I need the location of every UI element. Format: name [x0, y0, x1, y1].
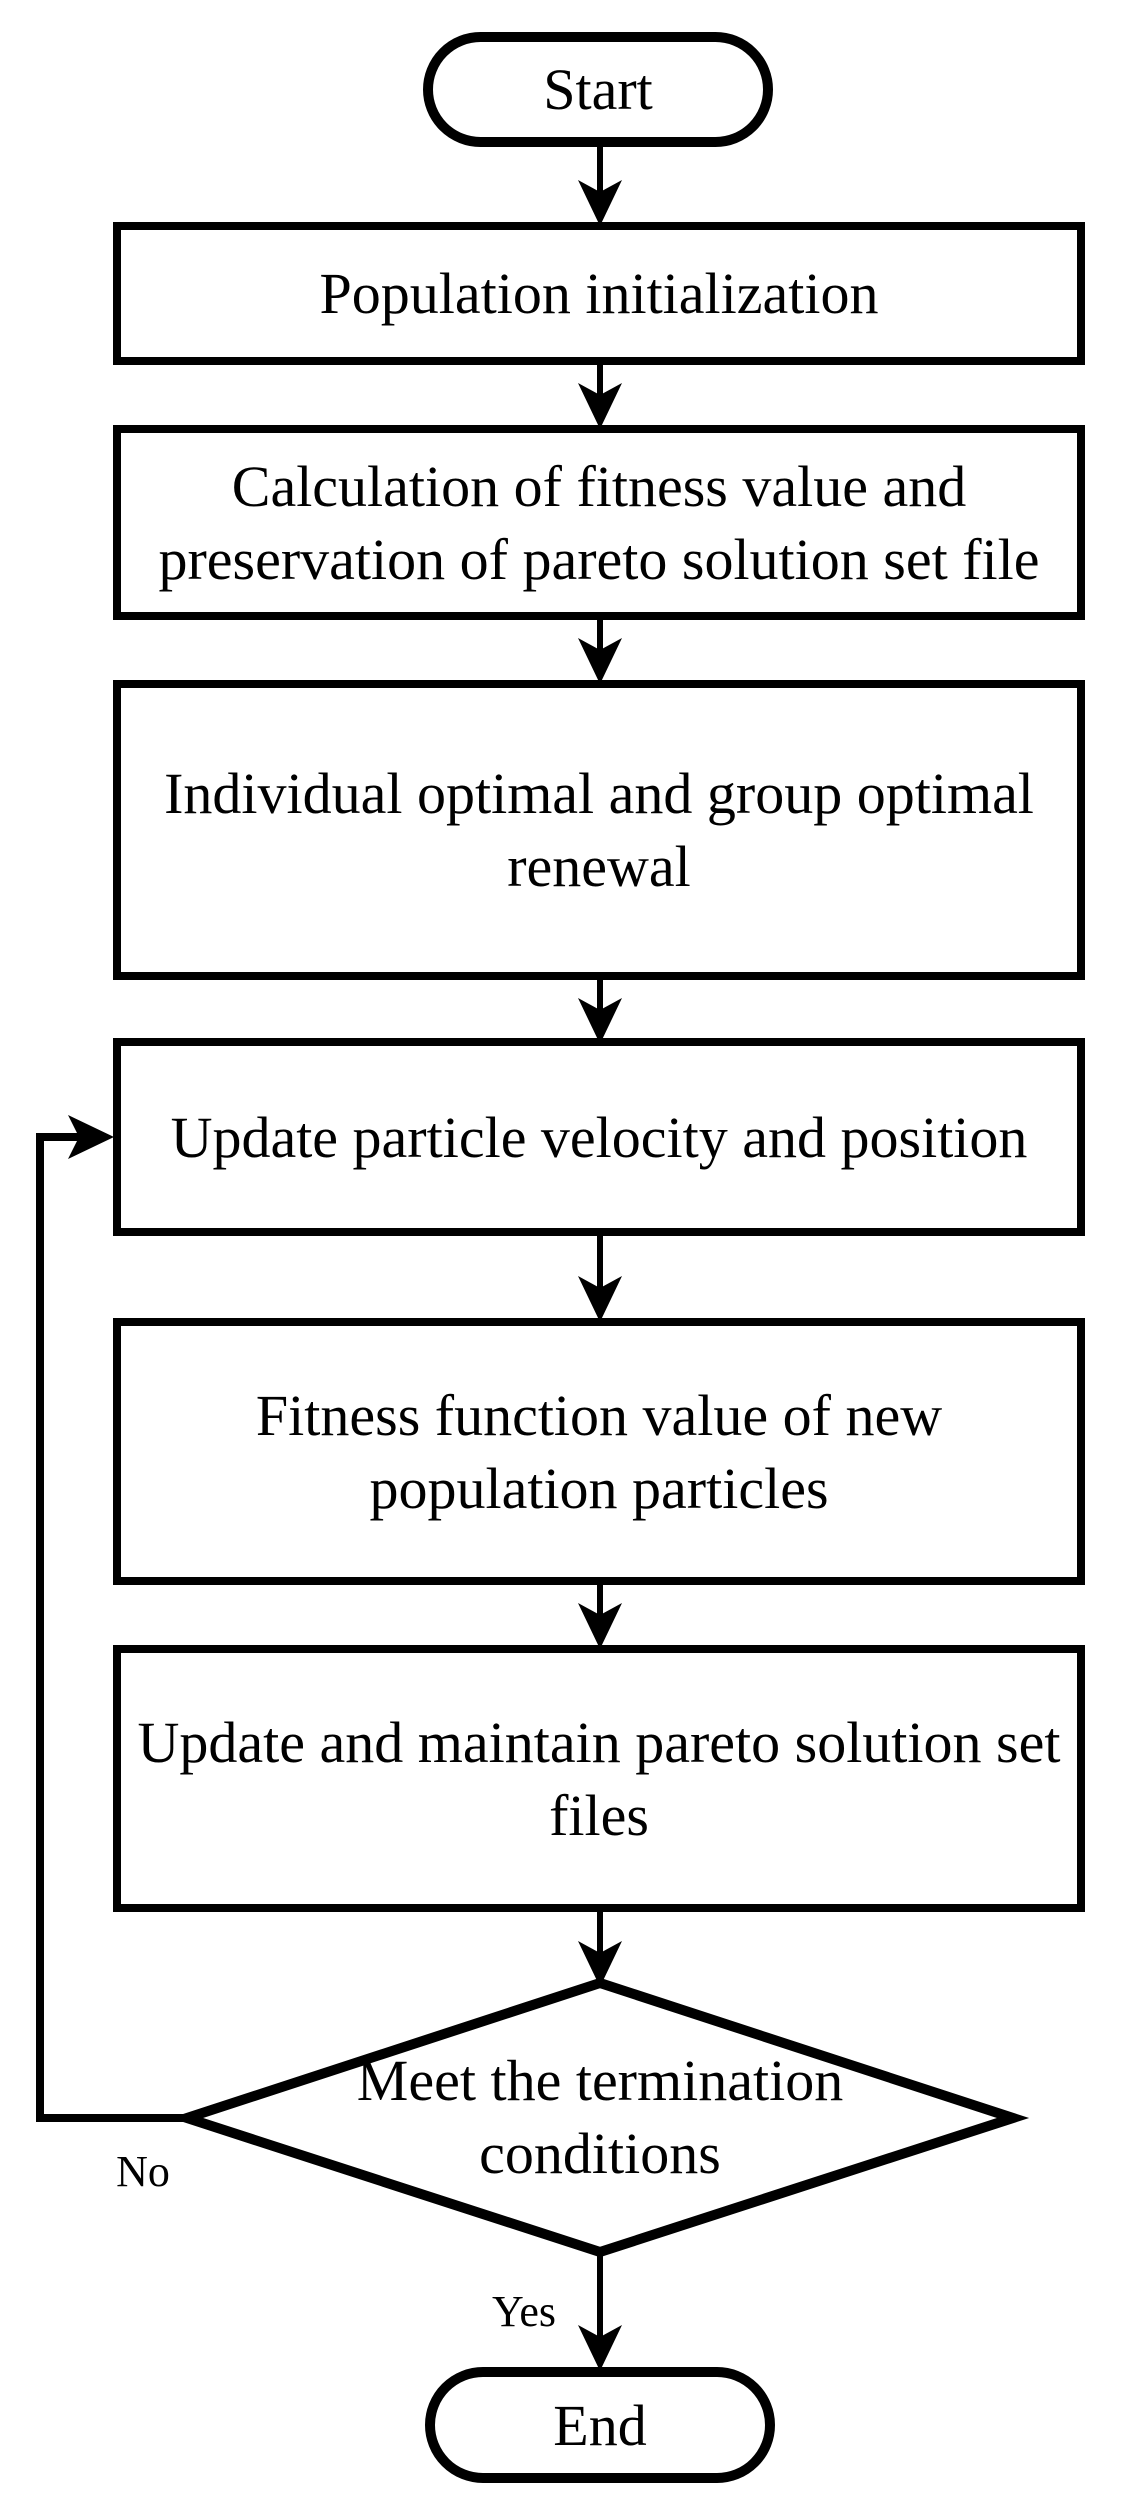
arrowhead-icon	[578, 1276, 622, 1322]
edge-optimal-to-velocity	[578, 976, 622, 1044]
node-decision-diamond-shape	[170, 1977, 1030, 2258]
node-label-line1: Update and maintain pareto solution set	[137, 1709, 1061, 1775]
node-label-line2: preservation of pareto solution set file	[158, 526, 1040, 592]
node-calculation-fitness: Calculation of fitness value and preserv…	[113, 425, 1085, 620]
node-update-velocity-position: Update particle velocity and position	[113, 1038, 1085, 1236]
node-label-line1: Calculation of fitness value and	[231, 453, 967, 519]
arrowhead-icon	[578, 180, 622, 226]
node-update-maintain-pareto: Update and maintain pareto solution set …	[113, 1645, 1085, 1912]
node-end-label: End	[553, 2392, 647, 2458]
node-label-line2: renewal	[507, 834, 691, 899]
node-population-initialization: Population initialization	[113, 222, 1085, 365]
edge-decision-to-end	[578, 2248, 622, 2371]
node-label-line2: conditions	[479, 2120, 721, 2186]
edge-maintain-to-decision	[578, 1908, 622, 1987]
node-label-line1: Individual optimal and group optimal	[164, 761, 1034, 826]
edge-calc-to-optimal	[578, 616, 622, 684]
node-label-line2: population particles	[369, 1455, 829, 1521]
arrowhead-icon	[578, 2325, 622, 2371]
edge-label-no: No	[116, 2147, 170, 2196]
edge-init-to-calc	[578, 361, 622, 429]
node-label-line2: files	[549, 1782, 649, 1848]
node-label: Population initialization	[319, 261, 879, 326]
node-fitness-new-population: Fitness function value of new population…	[113, 1318, 1085, 1585]
arrowhead-icon	[578, 383, 622, 429]
node-decision-label: Meet the termination conditions	[300, 2043, 900, 2190]
edge-no-loop	[36, 1115, 187, 2122]
node-label-line1: Fitness function value of new	[255, 1382, 943, 1448]
arrowhead-icon	[578, 638, 622, 684]
arrowhead-icon	[578, 998, 622, 1044]
node-label-line1: Meet the termination	[356, 2047, 844, 2113]
no-loop-arrowhead-icon	[68, 1115, 114, 1159]
node-individual-group-optimal: Individual optimal and group optimal ren…	[113, 680, 1085, 980]
node-start: Start	[423, 32, 773, 147]
edge-fitness-to-maintain	[578, 1581, 622, 1649]
node-end: End	[425, 2367, 775, 2483]
arrowhead-icon	[578, 1603, 622, 1649]
edge-label-yes: Yes	[491, 2287, 557, 2336]
node-start-label: Start	[543, 57, 653, 122]
no-loop-line	[36, 1133, 187, 2122]
node-label: Update particle velocity and position	[170, 1104, 1028, 1170]
arrowhead-icon	[578, 1941, 622, 1987]
edge-velocity-to-fitness	[578, 1232, 622, 1322]
edge-start-to-init	[578, 147, 622, 226]
